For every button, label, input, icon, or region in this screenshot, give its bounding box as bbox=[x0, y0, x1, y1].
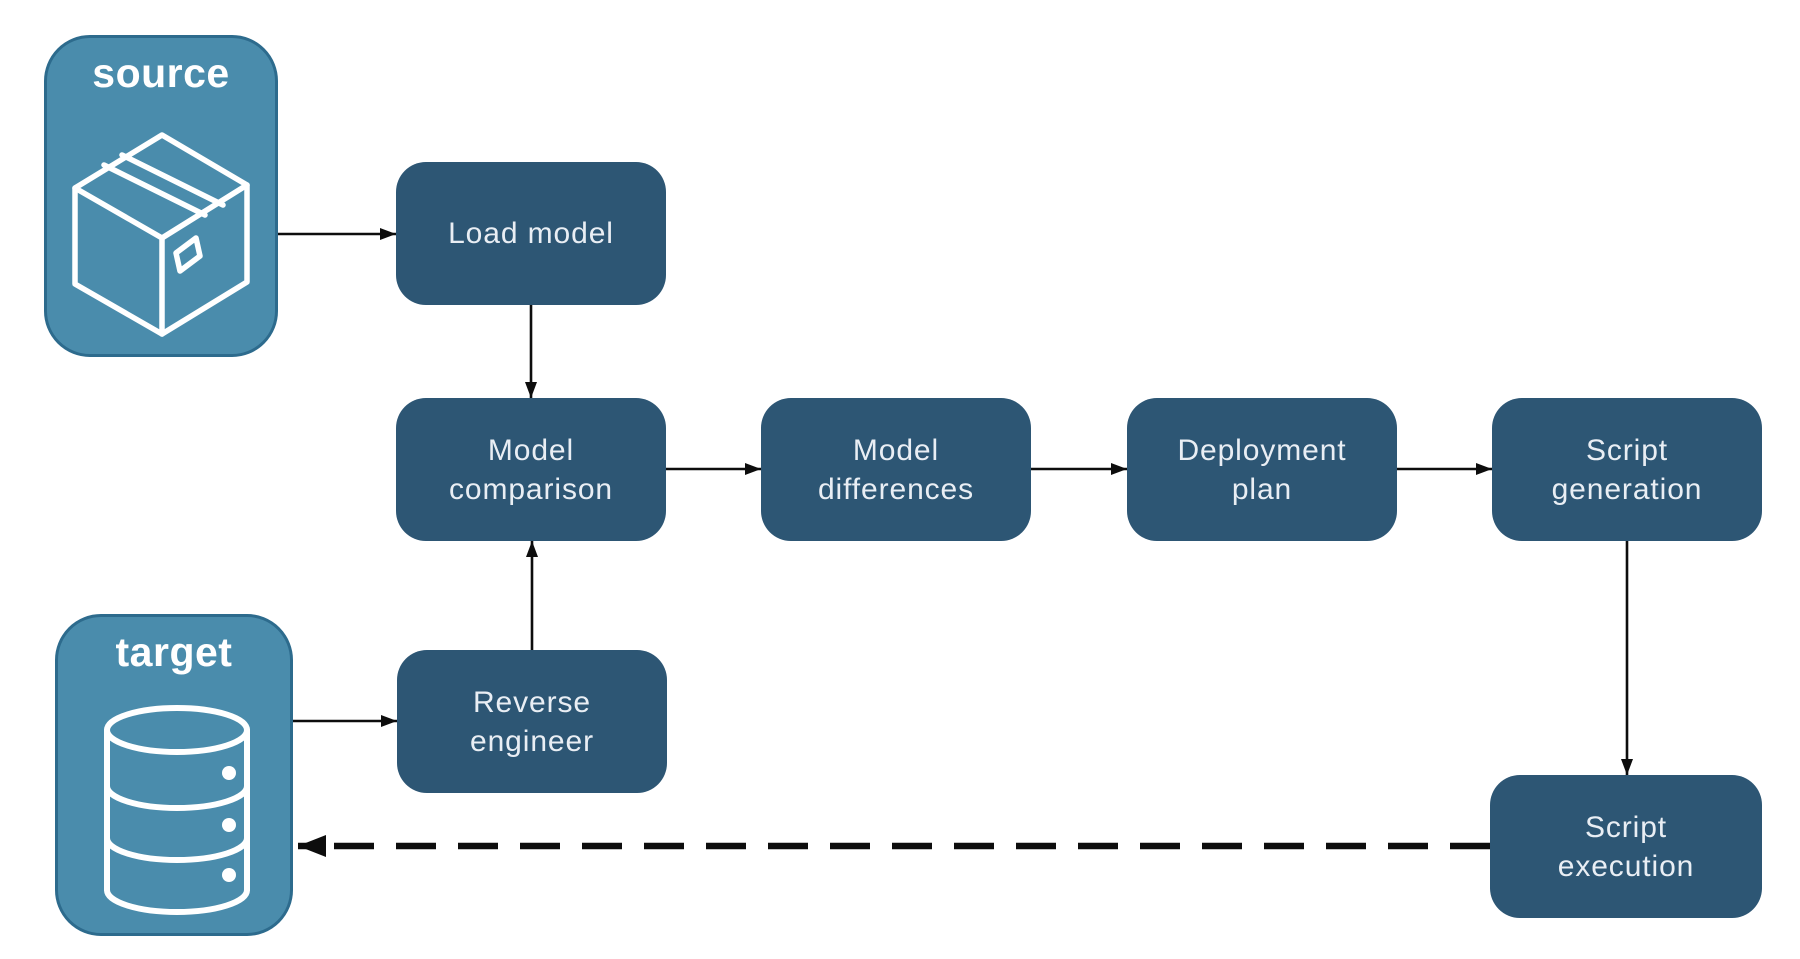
node-script-generation: Script generation bbox=[1492, 398, 1762, 541]
node-load-model: Load model bbox=[396, 162, 666, 305]
node-reverse-engineer: Reverse engineer bbox=[397, 650, 667, 793]
source-label: source bbox=[92, 50, 230, 96]
target-label: target bbox=[115, 629, 233, 675]
node-script-execution: Script execution bbox=[1490, 775, 1762, 918]
target-entity-box: target bbox=[55, 614, 293, 936]
node-model-comparison: Model comparison bbox=[396, 398, 666, 541]
node-deployment-plan: Deployment plan bbox=[1127, 398, 1397, 541]
node-model-differences: Model differences bbox=[761, 398, 1031, 541]
package-icon bbox=[72, 132, 250, 337]
source-entity-box: source bbox=[44, 35, 278, 357]
database-icon bbox=[104, 705, 250, 915]
